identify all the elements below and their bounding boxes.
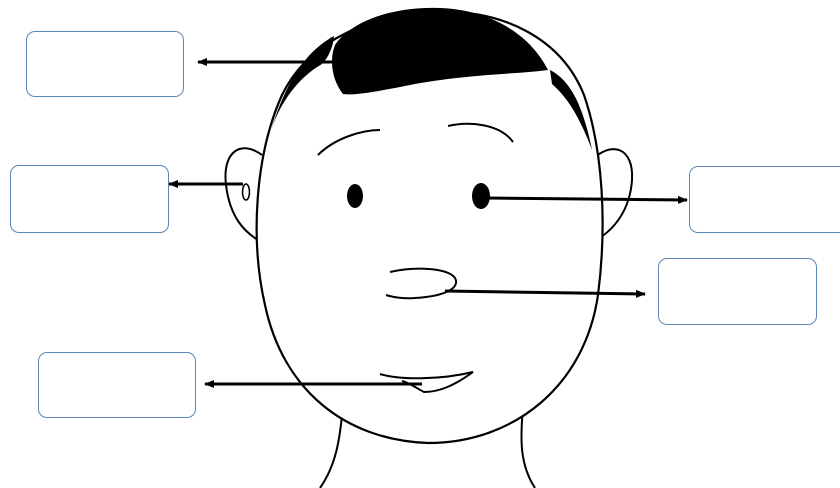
left-ear-inner bbox=[243, 184, 250, 200]
label-box-hair[interactable] bbox=[26, 31, 184, 97]
arrow-eye bbox=[486, 198, 687, 200]
right-eye bbox=[472, 183, 490, 209]
left-eye bbox=[347, 184, 363, 208]
label-box-ear[interactable] bbox=[10, 165, 169, 233]
label-box-eye[interactable] bbox=[689, 166, 840, 233]
label-box-mouth[interactable] bbox=[38, 352, 196, 418]
neck-right bbox=[521, 408, 535, 488]
label-box-nose[interactable] bbox=[658, 258, 817, 325]
